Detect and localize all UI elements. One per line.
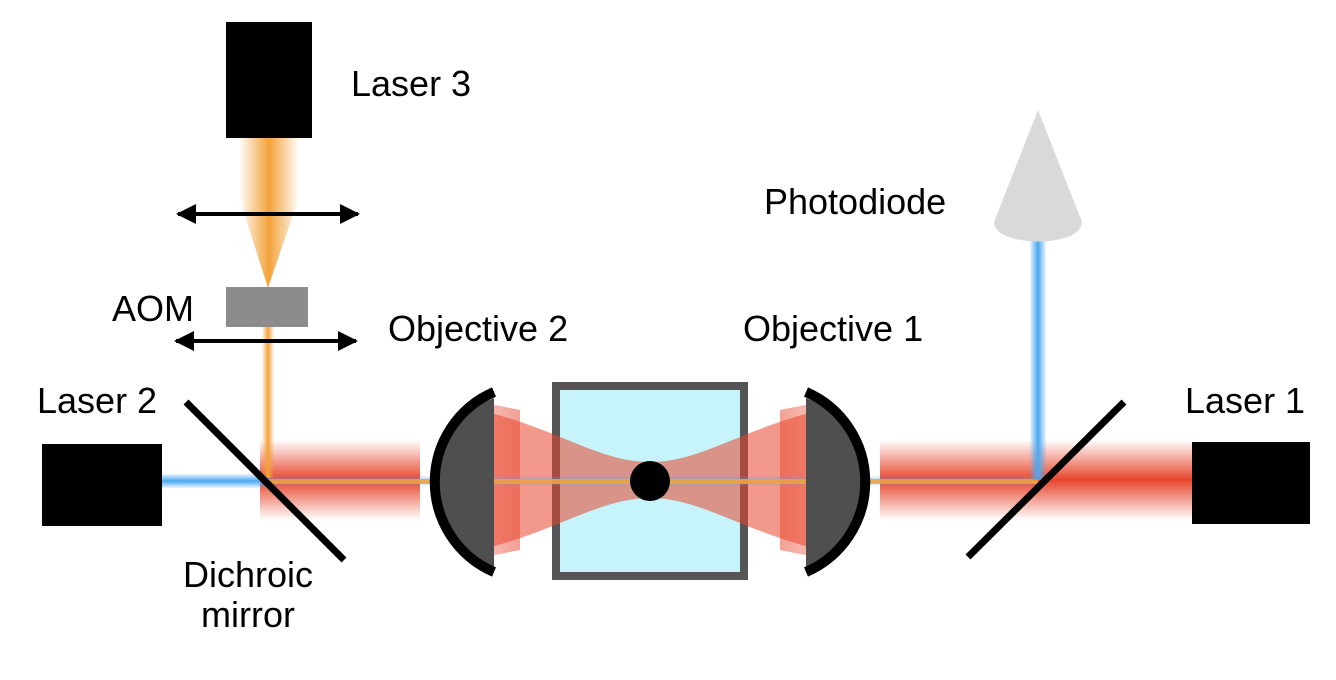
- beam-splitter-mirror: [965, 399, 1127, 560]
- dichroic-label-line-2: mirror: [201, 594, 295, 635]
- dichroic-label-line-1: Dichroic: [182, 554, 314, 595]
- objective-2-label: Objective 2: [388, 308, 569, 349]
- laser-3-label: Laser 3: [351, 63, 472, 104]
- objective-1-housing: [804, 387, 871, 577]
- laser-1-body: [1192, 442, 1310, 524]
- laser-1-label: Laser 1: [1185, 380, 1306, 421]
- laser-2-label: Laser 2: [37, 380, 158, 421]
- control-beam-vertical: [262, 326, 274, 478]
- objective-1-label: Objective 1: [743, 308, 924, 349]
- trapped-particle: [630, 461, 670, 501]
- dichroic-mirror: [183, 399, 347, 563]
- dichroic-mirror-label: Dichroic mirror: [160, 555, 336, 635]
- aom-label: AOM: [112, 288, 195, 329]
- laser-2-body: [42, 444, 162, 526]
- objective-2-housing: [429, 387, 496, 577]
- objective-2-lens: [434, 398, 494, 570]
- probe-beam-left: [160, 474, 270, 488]
- laser-3-body: [226, 22, 312, 138]
- photodiode-icon: [994, 110, 1082, 242]
- objective-1-lens: [806, 398, 866, 570]
- photodiode-label: Photodiode: [764, 181, 947, 222]
- aom-block: [226, 287, 308, 327]
- probe-beam-to-photodiode: [1030, 240, 1046, 480]
